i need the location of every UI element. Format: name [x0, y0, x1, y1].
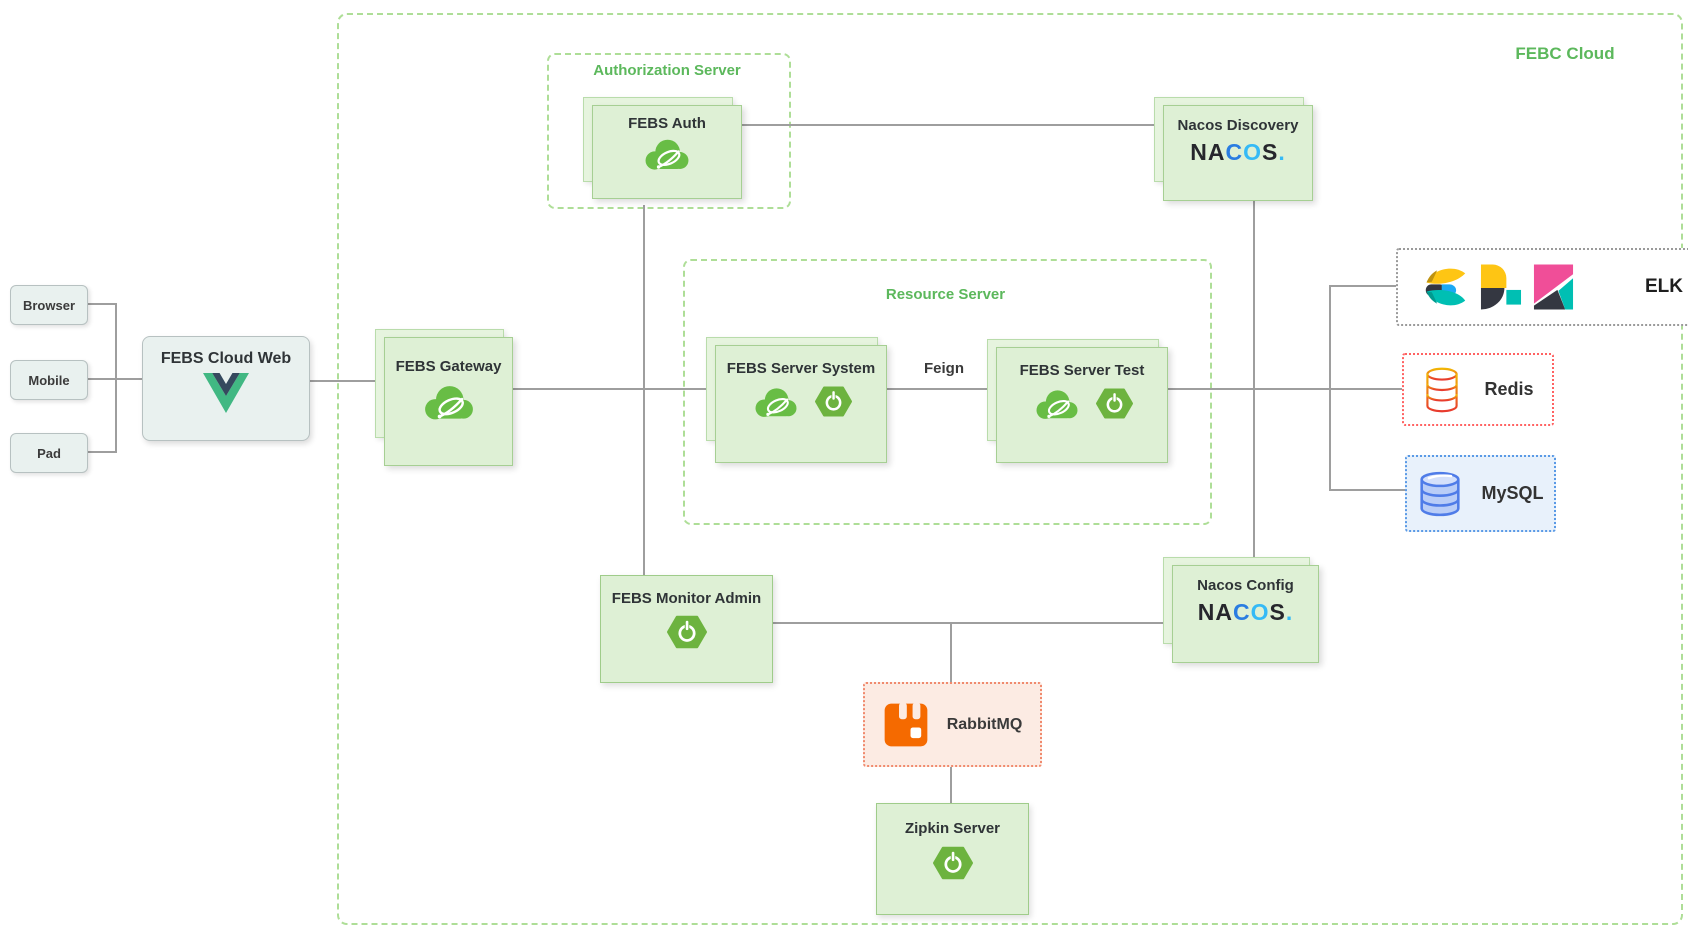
rabbitmq-icon — [884, 702, 928, 746]
logstash-icon — [1480, 264, 1522, 310]
resource-server-title: Resource Server — [885, 286, 1006, 303]
edge-system-test — [885, 388, 997, 390]
mysql-db-icon — [1420, 471, 1461, 516]
febs-auth-label: FEBS Auth — [628, 115, 706, 132]
spring-cloud-icon — [1036, 389, 1077, 419]
febs-cloud-web-label: FEBS Cloud Web — [160, 350, 292, 367]
edge-discovery-config — [1253, 188, 1255, 566]
febc-cloud-boundary — [337, 13, 1683, 925]
node-mysql: MySQL — [1405, 455, 1556, 532]
rabbitmq-label: RabbitMQ — [946, 715, 1023, 733]
edge-auth-discovery — [740, 124, 1164, 126]
node-elk: ELK — [1396, 248, 1688, 326]
edge-test-redis — [1166, 388, 1403, 390]
branch-vertical — [1329, 285, 1331, 491]
nacos-logo: NACOS. — [1190, 139, 1286, 165]
redis-db-icon — [1426, 367, 1459, 412]
nacos-logo: NACOS. — [1197, 599, 1294, 625]
edge-auth-monitor — [643, 205, 645, 576]
node-browser: Browser — [10, 285, 88, 325]
vue-icon — [203, 373, 249, 413]
node-redis: Redis — [1402, 353, 1554, 426]
spring-boot-icon — [666, 615, 707, 649]
authorization-server-group — [547, 53, 791, 209]
resource-server-group — [683, 259, 1212, 525]
spring-cloud-icon — [645, 139, 689, 170]
edge-branch-mysql — [1329, 489, 1406, 491]
edge-monitor-config — [771, 622, 1173, 624]
node-febs-cloud-web: FEBS Cloud Web — [142, 336, 310, 441]
edge-rabbitmq-zipkin — [950, 763, 952, 804]
pad-label: Pad — [37, 445, 61, 461]
node-febs-auth: FEBS Auth — [583, 97, 742, 199]
node-febs-server-system: FEBS Server System — [706, 337, 887, 463]
febc-cloud-title: FEBC Cloud — [1515, 44, 1615, 63]
spring-boot-icon — [932, 846, 973, 880]
node-febs-monitor-admin: FEBS Monitor Admin — [600, 575, 773, 683]
febs-server-test-label: FEBS Server Test — [1019, 362, 1145, 379]
redis-label: Redis — [1484, 379, 1534, 399]
node-nacos-discovery: Nacos Discovery NACOS. — [1154, 97, 1313, 201]
edge-rabbitmq-drop — [950, 622, 952, 682]
node-febs-server-test: FEBS Server Test — [987, 339, 1168, 463]
node-mobile: Mobile — [10, 360, 88, 400]
node-febs-gateway: FEBS Gateway — [375, 329, 513, 466]
edge-gateway-system — [511, 388, 716, 390]
node-rabbitmq: RabbitMQ — [863, 682, 1042, 767]
spring-cloud-icon — [424, 386, 473, 420]
febs-monitor-admin-label: FEBS Monitor Admin — [611, 590, 762, 607]
edge-web-gateway — [308, 380, 377, 382]
feign-edge-label: Feign — [910, 360, 978, 377]
node-nacos-config: Nacos Config NACOS. — [1163, 557, 1319, 663]
spring-cloud-icon — [755, 387, 796, 417]
nacos-discovery-label: Nacos Discovery — [1177, 117, 1299, 134]
mysql-label: MySQL — [1481, 483, 1544, 503]
authorization-server-title: Authorization Server — [593, 62, 741, 79]
mobile-label: Mobile — [28, 372, 70, 388]
spring-boot-icon — [1095, 388, 1133, 419]
node-pad: Pad — [10, 433, 88, 473]
kibana-icon — [1533, 264, 1574, 310]
edge-branch-elk — [1329, 285, 1397, 287]
edge-mobile-web — [86, 378, 143, 380]
elk-label: ELK — [1645, 276, 1683, 297]
elasticsearch-icon — [1425, 268, 1466, 306]
node-zipkin-server: Zipkin Server — [876, 803, 1029, 915]
browser-label: Browser — [22, 297, 76, 313]
spring-boot-icon — [814, 386, 852, 417]
nacos-config-label: Nacos Config — [1197, 577, 1294, 594]
febs-server-system-label: FEBS Server System — [726, 360, 876, 377]
edge-browser-bus — [86, 303, 116, 305]
zipkin-server-label: Zipkin Server — [904, 820, 1001, 837]
edge-pad-bus — [86, 451, 116, 453]
febs-gateway-label: FEBS Gateway — [395, 358, 502, 375]
